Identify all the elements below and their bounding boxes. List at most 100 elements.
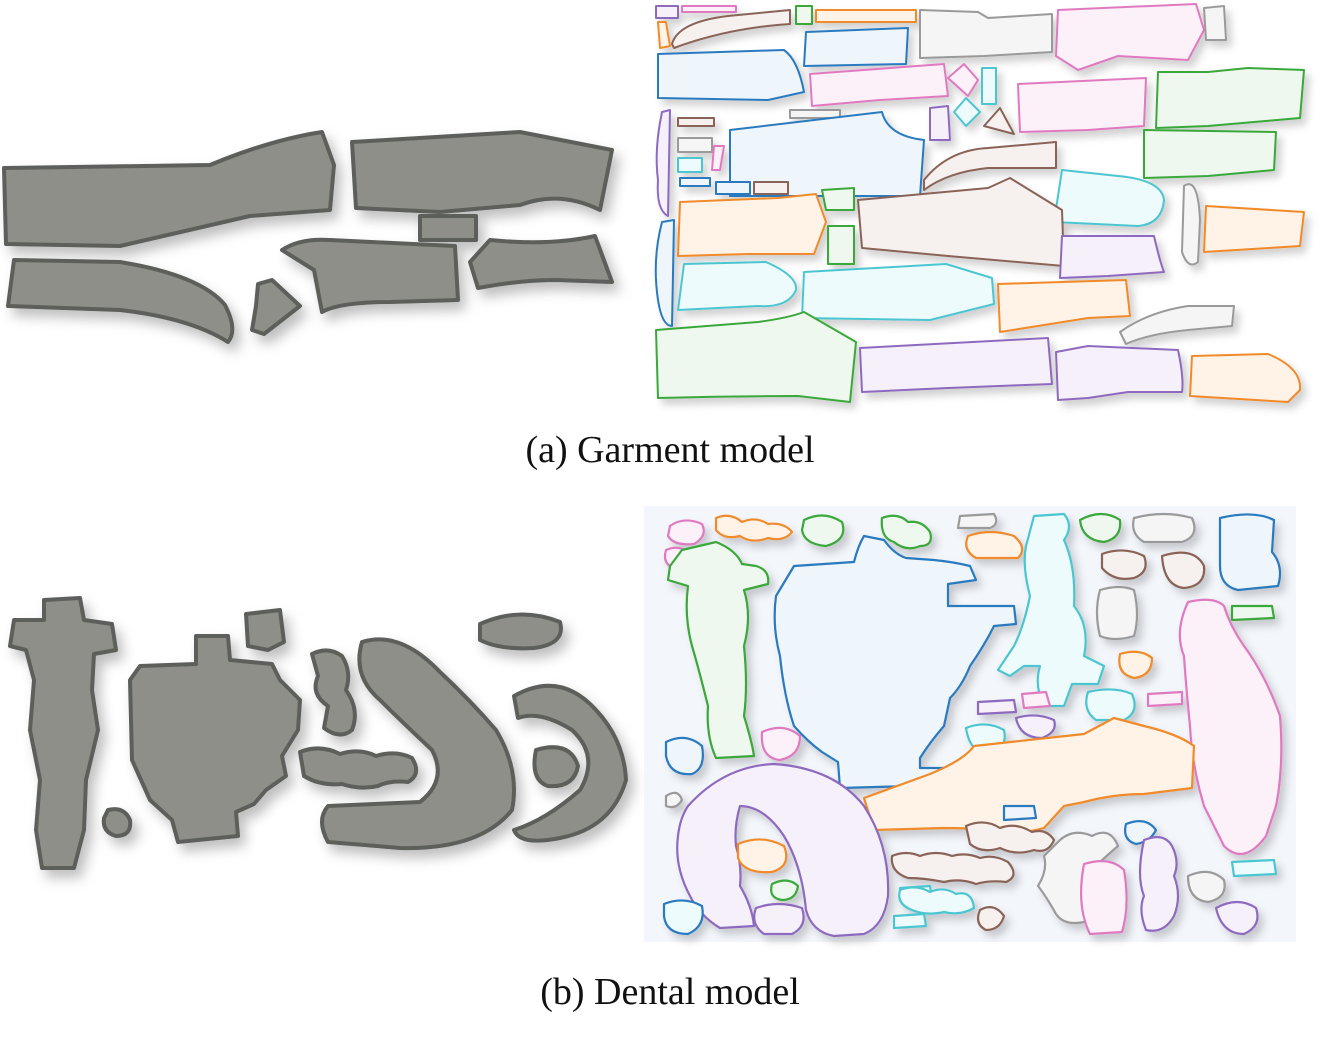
dental-piece <box>512 683 628 843</box>
uv-chart <box>1138 835 1180 932</box>
uv-chart <box>801 263 995 321</box>
uv-chart <box>773 534 1018 790</box>
dental-piece <box>244 608 286 652</box>
garment-piece <box>280 237 460 314</box>
uv-chart <box>947 63 979 97</box>
uv-chart <box>803 27 909 67</box>
uv-chart <box>715 181 751 195</box>
uv-chart <box>929 105 951 141</box>
uv-chart <box>1230 858 1278 878</box>
uv-chart <box>654 219 675 327</box>
uv-chart <box>821 187 855 211</box>
uv-chart <box>923 141 1057 191</box>
uv-chart <box>677 117 715 127</box>
uv-chart <box>859 337 1053 393</box>
uv-chart <box>666 519 705 546</box>
uv-chart <box>657 21 671 49</box>
uv-chart <box>815 9 917 23</box>
uv-chart <box>1186 870 1226 904</box>
dental-piece <box>478 612 563 651</box>
uv-chart <box>1181 183 1201 266</box>
dental-piece <box>101 807 133 838</box>
uv-chart <box>1085 688 1136 722</box>
uv-chart <box>956 512 998 530</box>
uv-chart <box>1143 129 1277 179</box>
uv-chart <box>671 9 791 49</box>
uv-chart <box>795 5 813 25</box>
dental-piece <box>310 648 357 737</box>
uv-chart <box>880 514 932 550</box>
uv-chart <box>964 821 1056 854</box>
garment-piece <box>6 258 235 344</box>
uv-chart <box>753 902 805 936</box>
dental-piece <box>532 745 580 789</box>
uv-chart <box>898 886 976 915</box>
uv-chart <box>1100 549 1147 580</box>
uv-chart <box>666 540 770 760</box>
uv-chart <box>753 181 789 195</box>
uv-chart <box>919 9 1053 59</box>
uv-chart <box>655 311 857 403</box>
uv-chart <box>657 49 805 101</box>
uv-chart <box>1095 585 1139 641</box>
garment-input-pieces <box>2 130 614 344</box>
uv-chart <box>996 512 1106 708</box>
garment-piece <box>418 214 478 242</box>
uv-chart <box>1160 551 1206 590</box>
uv-chart <box>714 514 794 542</box>
uv-chart <box>677 261 798 311</box>
uv-chart <box>679 177 711 187</box>
caption-dental-model: (b) Dental model <box>540 971 800 1013</box>
uv-chart <box>965 530 1024 560</box>
uv-chart <box>1230 604 1276 622</box>
dental-piece <box>128 634 302 844</box>
uv-chart <box>760 726 802 762</box>
uv-chart <box>655 109 671 217</box>
uv-chart <box>997 279 1131 333</box>
garment-piece <box>468 234 614 290</box>
garment-uv-atlas <box>654 3 1305 403</box>
dental-input-pieces <box>8 596 628 870</box>
uv-chart <box>1059 235 1165 279</box>
dental-piece <box>298 746 419 790</box>
dental-piece <box>8 596 118 870</box>
uv-chart <box>827 225 855 265</box>
uv-chart <box>1053 169 1165 227</box>
uv-chart <box>770 879 800 902</box>
uv-chart <box>1119 305 1235 345</box>
garment-piece <box>350 130 614 214</box>
uv-chart <box>677 157 703 173</box>
uv-chart <box>711 145 725 171</box>
uv-chart <box>736 838 788 874</box>
uv-chart <box>1214 900 1259 936</box>
dental-uv-atlas <box>644 506 1296 942</box>
uv-chart <box>1078 512 1122 544</box>
uv-chart <box>1002 804 1038 822</box>
uv-chart <box>677 193 827 257</box>
uv-chart <box>1132 512 1196 544</box>
uv-chart <box>800 514 845 548</box>
uv-chart <box>983 107 1015 135</box>
uv-chart <box>1155 67 1305 129</box>
uv-chart <box>976 905 1006 932</box>
uv-chart <box>809 63 949 107</box>
uv-chart <box>681 5 737 13</box>
uv-chart <box>1020 690 1052 710</box>
uv-chart <box>655 5 679 19</box>
uv-chart <box>1055 3 1205 71</box>
caption-garment-model: (a) Garment model <box>525 429 815 471</box>
uv-chart <box>729 111 925 197</box>
uv-chart <box>664 791 684 809</box>
uv-chart <box>1118 650 1154 680</box>
dental-piece <box>320 637 516 851</box>
uv-chart <box>953 97 981 127</box>
uv-chart <box>1218 513 1282 592</box>
uv-chart <box>1203 205 1305 253</box>
uv-chart <box>981 67 997 105</box>
uv-chart <box>1189 353 1302 403</box>
uv-chart <box>662 899 704 936</box>
garment-piece <box>2 130 336 248</box>
uv-chart <box>1178 598 1283 856</box>
uv-chart <box>976 698 1018 716</box>
uv-chart <box>890 851 1015 886</box>
